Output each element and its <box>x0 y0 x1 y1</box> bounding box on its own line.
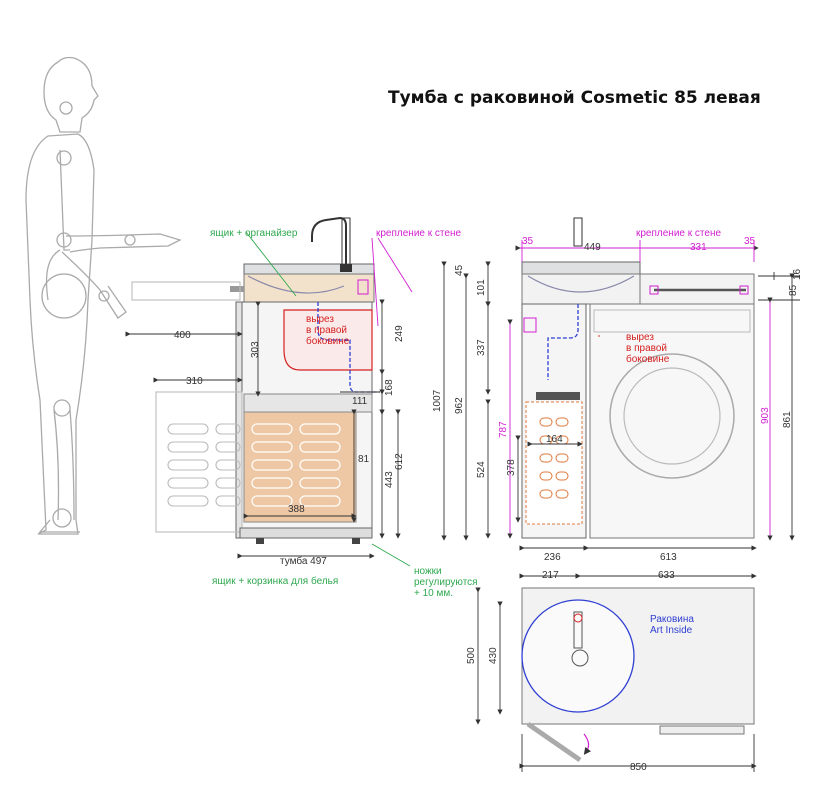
front-dim-lines <box>441 240 800 551</box>
dim-168: 168 <box>384 379 395 396</box>
dim-613: 613 <box>660 552 677 563</box>
diagram-title: Тумба с раковиной Cosmetic 85 левая <box>388 88 761 108</box>
top-view <box>521 587 755 763</box>
side-dim-lines <box>125 231 413 567</box>
dim-16: 16 <box>792 268 803 280</box>
dim-443: 443 <box>384 471 395 488</box>
dim-962: 962 <box>454 397 465 414</box>
front-view <box>521 217 755 539</box>
human-figure <box>25 56 182 535</box>
side-view <box>131 216 380 544</box>
label-cabinet-497: тумба 497 <box>280 555 327 567</box>
dim-111: 111 <box>352 396 368 407</box>
dim-787: 787 <box>498 421 509 438</box>
dim-310: 310 <box>186 376 203 387</box>
dim-378: 378 <box>506 459 517 476</box>
label-wall-mount-side: крепление к стене <box>376 228 461 239</box>
label-drawer-basket: ящик + корзинка для белья <box>212 575 338 587</box>
dim-35b: 35 <box>744 236 756 247</box>
dim-388: 388 <box>288 504 305 515</box>
dim-164: 164 <box>546 434 563 445</box>
dim-45: 45 <box>454 264 465 276</box>
dim-85: 85 <box>788 284 799 296</box>
dim-612: 612 <box>394 453 405 470</box>
dim-449: 449 <box>584 242 601 253</box>
dim-633: 633 <box>658 570 675 581</box>
dim-850: 850 <box>630 762 647 773</box>
dim-331: 331 <box>690 242 707 253</box>
dim-500: 500 <box>466 647 477 664</box>
dim-303: 303 <box>250 341 261 358</box>
dim-81: 81 <box>358 454 370 465</box>
dim-861: 861 <box>782 411 793 428</box>
dim-337: 337 <box>476 339 487 356</box>
dim-217: 217 <box>542 570 559 581</box>
dim-236: 236 <box>544 552 561 563</box>
dim-903: 903 <box>760 407 771 424</box>
top-dim-lines <box>475 573 757 772</box>
dim-400: 400 <box>174 330 191 341</box>
dim-101: 101 <box>476 279 487 296</box>
dim-249: 249 <box>394 325 405 342</box>
dim-524: 524 <box>476 461 487 478</box>
dim-35a: 35 <box>522 236 534 247</box>
label-wall-mount-front: крепление к стене <box>636 228 721 239</box>
dim-1007: 1007 <box>432 389 443 412</box>
dim-430: 430 <box>488 647 499 664</box>
label-drawer-organizer: ящик + органайзер <box>210 228 298 239</box>
